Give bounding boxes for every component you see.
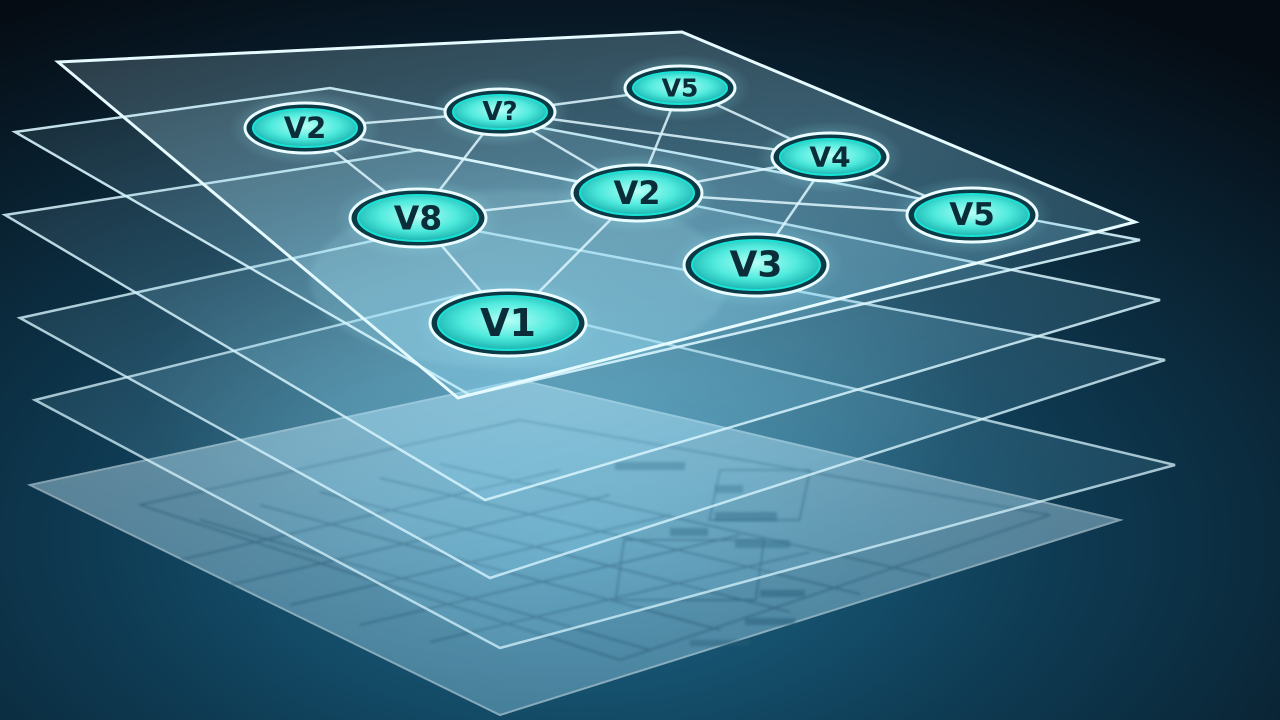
- graph-node: V3: [668, 222, 844, 308]
- node-core: [914, 193, 1030, 237]
- node-label: V5: [949, 197, 995, 233]
- node-label: V8: [394, 199, 443, 238]
- node-label: V4: [809, 141, 850, 174]
- node-core: [437, 295, 579, 351]
- graph-node: V8: [334, 177, 502, 259]
- node-core: [632, 71, 728, 105]
- graph-node: V5: [891, 176, 1053, 254]
- graph-node: V1: [414, 278, 602, 368]
- graph-node: V5: [609, 54, 751, 122]
- node-label: V2: [613, 174, 660, 212]
- node-core: [452, 94, 548, 130]
- graph-node: V2: [556, 153, 718, 233]
- node-core: [779, 138, 881, 176]
- node-label: V?: [482, 97, 517, 127]
- graph-node: V4: [756, 121, 904, 193]
- node-core: [357, 194, 479, 242]
- node-label: V2: [284, 111, 327, 145]
- node-core: [579, 170, 695, 216]
- node-core: [252, 108, 358, 148]
- graph-node: V?: [429, 77, 571, 147]
- graph-node: V2: [229, 91, 381, 165]
- node-label: V1: [480, 301, 536, 345]
- node-label: V3: [730, 245, 783, 286]
- node-core: [691, 239, 821, 291]
- node-label: V5: [662, 74, 699, 103]
